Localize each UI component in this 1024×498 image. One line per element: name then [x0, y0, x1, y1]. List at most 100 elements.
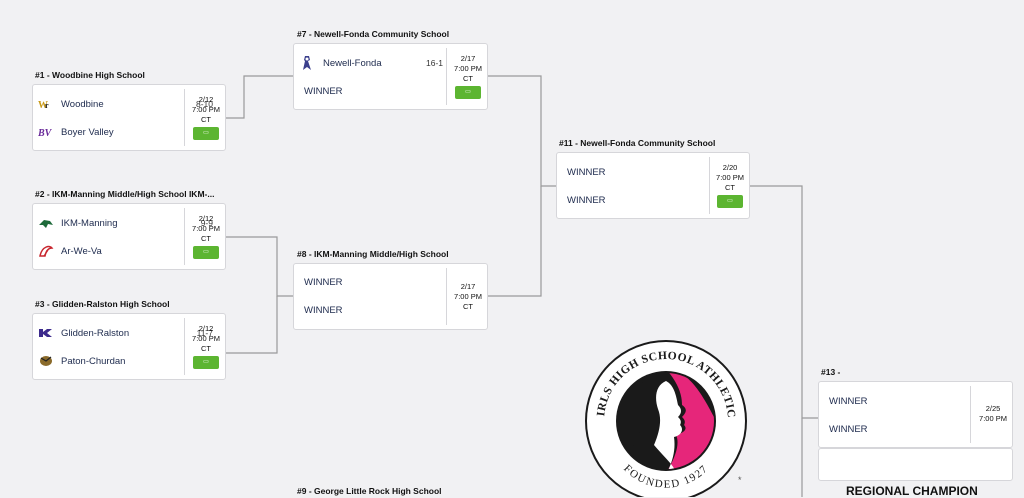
card-divider: [446, 48, 447, 105]
game-time: 7:00 PM: [716, 173, 744, 182]
game-2-team-2[interactable]: Ar-We-Va: [33, 242, 102, 260]
game-timezone: CT: [463, 302, 473, 311]
game-time: 7:00 PM: [192, 105, 220, 114]
seal-mark: *: [738, 475, 742, 485]
game-timezone: CT: [725, 183, 735, 192]
game-date: 2/17: [460, 282, 476, 291]
card-divider: [709, 157, 710, 214]
team-name: Ar-We-Va: [61, 245, 102, 257]
game-time: 7:00 PM: [192, 224, 220, 233]
team-name: Woodbine: [61, 98, 104, 110]
game-3-info: 2/12 7:00 PM CT ▭: [186, 324, 226, 369]
game-1-title: #1 - Woodbine High School: [35, 70, 145, 80]
game-date: 2/12: [198, 324, 214, 333]
game-timezone: CT: [201, 115, 211, 124]
game-3-team-1[interactable]: Glidden-Ralston: [33, 324, 129, 342]
game-2-team-1[interactable]: IKM-Manning: [33, 214, 118, 232]
boyer-valley-logo-icon: BV: [38, 125, 54, 139]
regional-champion-label: REGIONAL CHAMPION: [846, 484, 978, 498]
game-timezone: CT: [201, 344, 211, 353]
tv-icon[interactable]: ▭: [193, 127, 219, 140]
team-record: 8-10: [195, 99, 213, 109]
game-13-info: 2/25 7:00 PM: [972, 404, 1014, 424]
team-name: WINNER: [304, 276, 343, 288]
game-11-title: #11 - Newell-Fonda Community School: [559, 138, 716, 148]
card-divider: [970, 386, 971, 443]
game-11-team-1[interactable]: WINNER: [557, 163, 606, 181]
team-record: 11-7: [196, 328, 213, 338]
game-8-team-2[interactable]: WINNER: [294, 301, 343, 319]
team-name: WINNER: [304, 304, 343, 316]
game-2-title: #2 - IKM-Manning Middle/High School IKM-…: [35, 189, 215, 199]
game-1-team-2[interactable]: BV Boyer Valley: [33, 123, 114, 141]
connector-g1-g7: [226, 75, 293, 119]
card-divider: [184, 89, 185, 146]
game-13-title: #13 -: [821, 367, 841, 377]
team-name: WINNER: [567, 194, 606, 206]
connector-g11-g13: [750, 185, 818, 419]
game-13-team-2[interactable]: WINNER: [819, 420, 868, 438]
game-7-info: 2/17 7:00 PM CT ▭: [448, 54, 488, 99]
game-11-team-2[interactable]: WINNER: [557, 191, 606, 209]
game-3-team-2[interactable]: Paton-Churdan: [33, 352, 125, 370]
connector-g8-g11: [488, 186, 542, 297]
ighsau-seal-logo: IOWA GIRLS HIGH SCHOOL ATHLETIC UNION FO…: [584, 325, 747, 497]
game-13-card[interactable]: WINNER WINNER 2/25 7:00 PM: [818, 381, 1013, 448]
game-time: 7:00 PM: [454, 64, 482, 73]
tv-icon[interactable]: ▭: [717, 195, 743, 208]
game-timezone: CT: [463, 74, 473, 83]
connector-g2-g8: [226, 236, 293, 297]
team-name: Glidden-Ralston: [61, 327, 130, 339]
game-1-card[interactable]: Wr Woodbine 8-10 BV Boyer Valley 9-12 2/…: [32, 84, 226, 151]
game-8-title: #8 - IKM-Manning Middle/High School: [297, 249, 449, 259]
game-8-card[interactable]: WINNER WINNER 2/17 7:00 PM CT: [293, 263, 488, 330]
game-7-team-1[interactable]: Newell-Fonda: [294, 54, 382, 72]
game-date: 2/25: [985, 404, 1001, 413]
connector-g7-g11: [488, 75, 556, 187]
ar-we-va-logo-icon: [38, 244, 54, 258]
team-name: IKM-Manning: [61, 217, 118, 229]
game-7-title: #7 - Newell-Fonda Community School: [297, 29, 450, 39]
tv-icon[interactable]: ▭: [455, 86, 481, 99]
game-time: 7:00 PM: [454, 292, 482, 301]
game-3-card[interactable]: Glidden-Ralston 11-7 Paton-Churdan 3-16 …: [32, 313, 226, 380]
game-date: 2/17: [460, 54, 476, 63]
game-2-info: 2/12 7:00 PM CT ▭: [186, 214, 226, 259]
newell-fonda-logo-icon: [299, 56, 315, 70]
team-name: Newell-Fonda: [323, 57, 382, 69]
game-8-info: 2/17 7:00 PM CT: [448, 282, 488, 312]
game-8-team-1[interactable]: WINNER: [294, 273, 343, 291]
team-name: WINNER: [829, 395, 868, 407]
game-9-title: #9 - George Little Rock High School: [297, 486, 442, 496]
game-7-card[interactable]: Newell-Fonda 16-1 WINNER 2/17 7:00 PM CT…: [293, 43, 488, 110]
svg-text:W: W: [38, 100, 48, 110]
tv-icon[interactable]: ▭: [193, 356, 219, 369]
team-record: 16-1: [425, 58, 443, 68]
paton-churdan-logo-icon: [38, 354, 54, 368]
card-divider: [184, 318, 185, 375]
game-11-card[interactable]: WINNER WINNER 2/20 7:00 PM CT ▭: [556, 152, 750, 219]
ikm-manning-logo-icon: [38, 216, 54, 230]
team-name: WINNER: [567, 166, 606, 178]
game-date: 2/12: [198, 214, 214, 223]
team-name: Paton-Churdan: [61, 355, 126, 367]
game-time: 7:00 PM: [979, 414, 1007, 423]
game-1-info: 2/12 7:00 PM CT ▭: [186, 95, 226, 140]
tv-icon[interactable]: ▭: [193, 246, 219, 259]
game-13-team-1[interactable]: WINNER: [819, 392, 868, 410]
game-date: 2/20: [722, 163, 738, 172]
game-7-team-2[interactable]: WINNER: [294, 82, 343, 100]
champion-slot: [818, 448, 1013, 481]
game-timezone: CT: [201, 234, 211, 243]
connector-g3-g8: [226, 296, 278, 354]
team-name: WINNER: [304, 85, 343, 97]
svg-text:BV: BV: [38, 128, 53, 138]
game-2-card[interactable]: IKM-Manning 9-9 Ar-We-Va 0-20 2/12 7:00 …: [32, 203, 226, 270]
card-divider: [446, 268, 447, 325]
team-name: Boyer Valley: [61, 126, 114, 138]
svg-text:r: r: [45, 101, 49, 110]
game-date: 2/12: [198, 95, 214, 104]
game-3-title: #3 - Glidden-Ralston High School: [35, 299, 170, 309]
